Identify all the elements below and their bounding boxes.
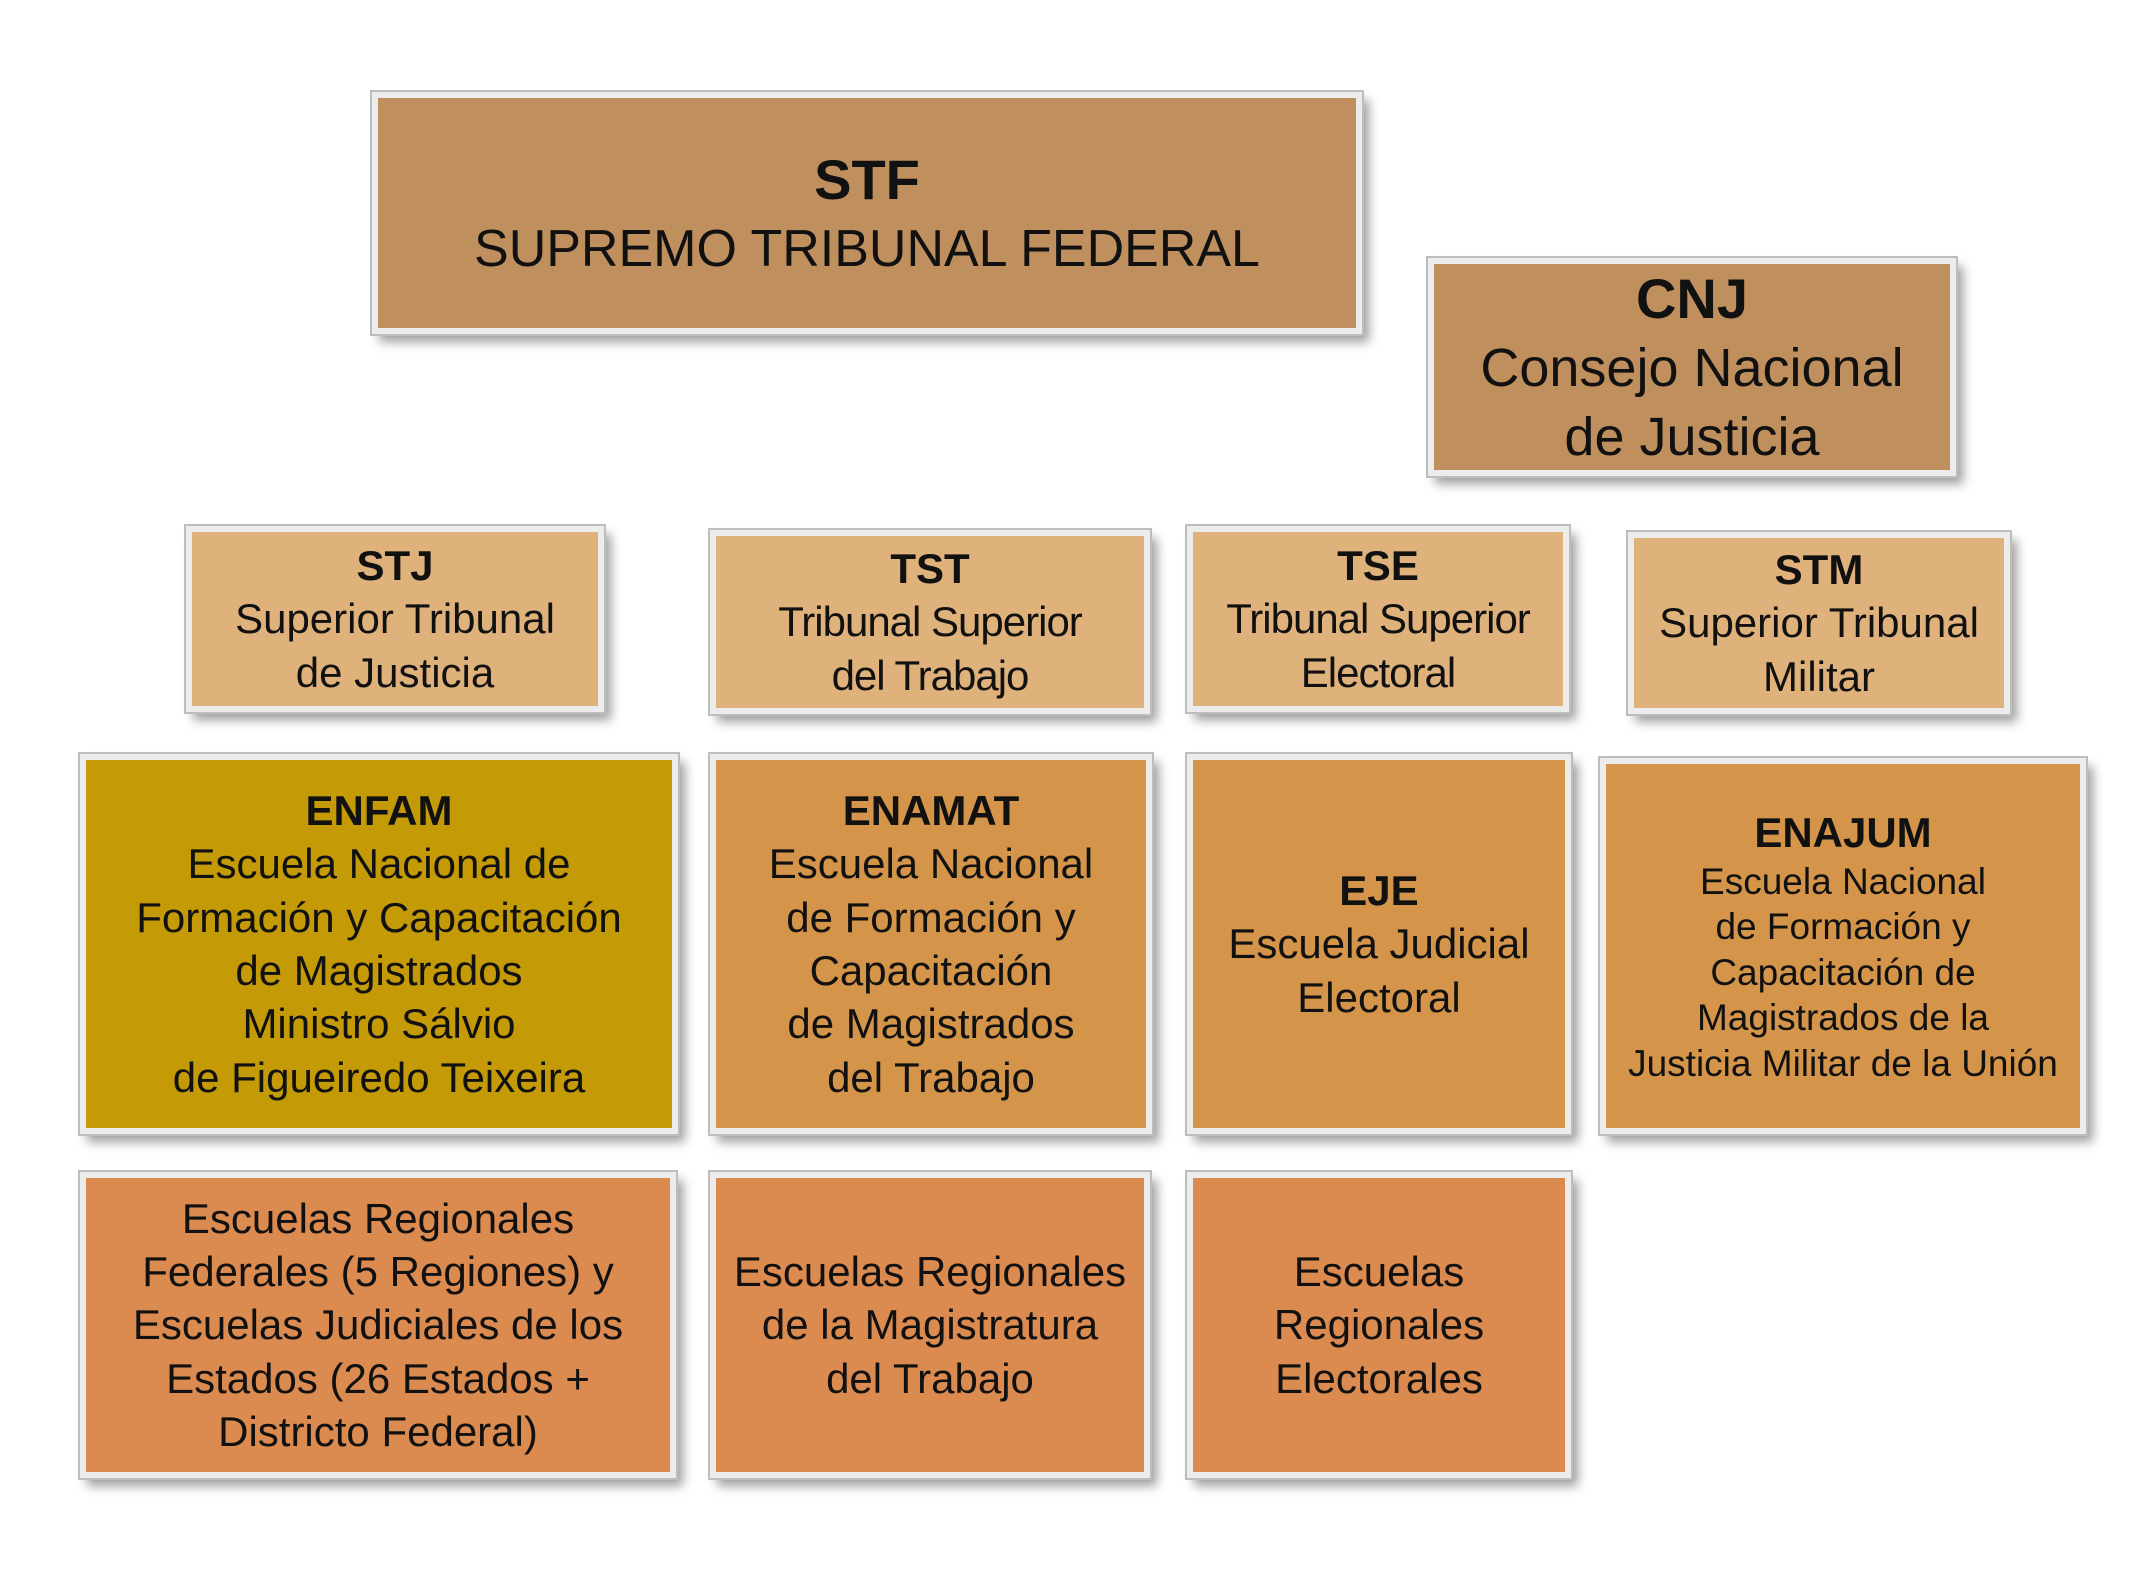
school-abbr: ENFAM xyxy=(305,787,453,835)
school-abbr: EJE xyxy=(1339,867,1419,914)
regional-box-electoral: Escuelas Regionales Electorales xyxy=(1185,1170,1573,1480)
school-abbr: ENAJUM xyxy=(1754,808,1932,856)
court-abbr: TSE xyxy=(1337,542,1419,589)
stf-box: STF SUPREMO TRIBUNAL FEDERAL xyxy=(370,90,1364,336)
court-box-tse: TSE Tribunal Superior Electoral xyxy=(1185,524,1571,714)
court-box-stm: STM Superior Tribunal Militar xyxy=(1626,530,2012,716)
regional-box-federal: Escuelas Regionales Federales (5 Regione… xyxy=(78,1170,678,1480)
court-box-tst: TST Tribunal Superior del Trabajo xyxy=(708,528,1152,716)
regional-name: Escuelas Regionales de la Magistratura d… xyxy=(733,1248,1127,1402)
court-name: Superior Tribunal Militar xyxy=(1659,599,1979,700)
school-name: Escuela Nacional de Formación y Capacita… xyxy=(768,840,1094,1101)
stf-abbr: STF xyxy=(814,148,920,212)
court-name: Superior Tribunal de Justicia xyxy=(235,595,555,696)
school-name: Escuela Nacional de Formación y Capacita… xyxy=(1628,860,2058,1084)
court-abbr: STJ xyxy=(356,542,434,589)
school-name: Escuela Nacional de Formación y Capacita… xyxy=(136,840,622,1101)
court-name: Tribunal Superior del Trabajo xyxy=(778,598,1083,699)
court-abbr: TST xyxy=(890,545,970,592)
court-name: Tribunal Superior Electoral xyxy=(1226,595,1531,696)
cnj-name: Consejo Nacional de Justicia xyxy=(1480,337,1904,467)
school-box-eje: EJE Escuela Judicial Electoral xyxy=(1185,752,1573,1136)
regional-name: Escuelas Regionales Federales (5 Regione… xyxy=(132,1194,624,1455)
cnj-box: CNJ Consejo Nacional de Justicia xyxy=(1426,256,1958,478)
school-name: Escuela Judicial Electoral xyxy=(1228,920,1530,1021)
school-box-enajum: ENAJUM Escuela Nacional de Formación y C… xyxy=(1598,756,2088,1136)
court-abbr: STM xyxy=(1774,546,1864,593)
stf-name: SUPREMO TRIBUNAL FEDERAL xyxy=(474,219,1260,278)
regional-box-trabajo: Escuelas Regionales de la Magistratura d… xyxy=(708,1170,1152,1480)
regional-name: Escuelas Regionales Electorales xyxy=(1273,1248,1485,1402)
school-abbr: ENAMAT xyxy=(842,787,1020,835)
cnj-abbr: CNJ xyxy=(1635,266,1749,330)
school-box-enamat: ENAMAT Escuela Nacional de Formación y C… xyxy=(708,752,1154,1136)
court-box-stj: STJ Superior Tribunal de Justicia xyxy=(184,524,606,714)
school-box-enfam: ENFAM Escuela Nacional de Formación y Ca… xyxy=(78,752,680,1136)
